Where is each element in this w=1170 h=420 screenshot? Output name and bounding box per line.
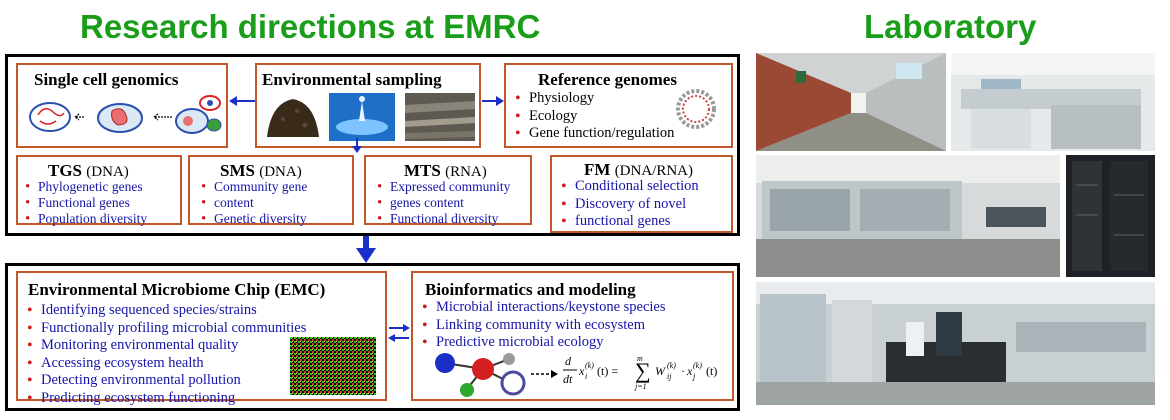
svg-text:j: j [692, 372, 696, 381]
sms-list: Community gene content Genetic diversity [200, 179, 307, 227]
reference-genomes-title: Reference genomes [538, 70, 677, 89]
environmental-sampling-box: Environmental sampling [255, 63, 481, 148]
fm-item: functional genes [560, 213, 699, 231]
svg-text:(k): (k) [585, 361, 594, 370]
mts-item: Functional diversity [376, 211, 510, 227]
svg-text:x: x [578, 364, 585, 378]
fm-box: FM (DNA/RNA) Conditional selection Disco… [550, 155, 733, 233]
fm-item: Conditional selection [560, 178, 699, 196]
mts-box: MTS (RNA) Expressed community genes cont… [364, 155, 532, 227]
sms-item: Community gene [200, 179, 307, 195]
lab-corridor-photo [756, 53, 946, 151]
mts-list: Expressed community genes content Functi… [376, 179, 510, 227]
svg-text:(t): (t) [706, 364, 717, 378]
mts-title: MTS (RNA) [404, 161, 487, 180]
svg-text:i: i [585, 372, 587, 381]
svg-text:·: · [681, 364, 685, 378]
mts-item: Expressed community [376, 179, 510, 195]
emc-box: Environmental Microbiome Chip (EMC) Iden… [16, 271, 387, 407]
microarray-chip-image [290, 337, 376, 395]
reference-item: Physiology [514, 90, 674, 108]
dashed-arrow-icon [531, 370, 558, 378]
sms-item: content [200, 195, 307, 211]
emc-title: Environmental Microbiome Chip (EMC) [28, 280, 326, 299]
fm-list: Conditional selection Discovery of novel… [560, 178, 699, 231]
bioinformatics-list: Microbial interactions/keystone species … [421, 299, 666, 352]
svg-text:m: m [637, 354, 643, 363]
svg-text:x: x [686, 364, 693, 378]
water-sample-image [329, 93, 395, 141]
fm-title: FM (DNA/RNA) [584, 160, 694, 179]
arrow-to-single-cell-icon [229, 96, 255, 106]
arrow-to-reference-icon [482, 96, 504, 106]
tgs-item: Functional genes [24, 195, 147, 211]
single-cell-genomics-title: Single cell genomics [34, 70, 179, 89]
emc-item: Predicting ecosystem functioning [26, 390, 306, 408]
bio-item: Microbial interactions/keystone species [421, 299, 666, 317]
lab-anaerobic-workstation-photo [756, 155, 1060, 277]
tgs-item: Population diversity [24, 211, 147, 227]
sms-title: SMS (DNA) [220, 161, 302, 180]
bio-item: Linking community with ecosystem [421, 317, 666, 335]
emc-item: Functionally profiling microbial communi… [26, 320, 306, 338]
lab-equipment-room-photo [756, 282, 1155, 405]
lab-server-rack-photo [1066, 155, 1155, 277]
sediment-sample-image [405, 93, 475, 141]
mts-item: genes content [376, 195, 510, 211]
lab-benches-photo [951, 53, 1155, 151]
single-cell-illustration [29, 95, 222, 134]
fm-item: Discovery of novel [560, 196, 699, 214]
sms-box: SMS (DNA) Community gene content Genetic… [188, 155, 354, 227]
emc-item: Accessing ecosystem health [26, 355, 306, 373]
svg-text:j=1: j=1 [634, 382, 647, 391]
laboratory-heading: Laboratory [864, 8, 1037, 45]
single-cell-genomics-box: Single cell genomics [16, 63, 228, 148]
svg-text:W: W [655, 364, 666, 378]
svg-text:(t) =: (t) = [597, 364, 618, 378]
emc-item: Monitoring environmental quality [26, 337, 306, 355]
bioinformatics-box: Bioinformatics and modeling Microbial in… [411, 271, 734, 401]
emc-item: Detecting environmental pollution [26, 372, 306, 390]
bioinformatics-title: Bioinformatics and modeling [425, 280, 636, 299]
top-section-frame [5, 54, 740, 236]
sms-item: Genetic diversity [200, 211, 307, 227]
tgs-list: Phylogenetic genes Functional genes Popu… [24, 179, 147, 227]
reference-genomes-box: Reference genomes Physiology Ecology Gen… [504, 63, 733, 148]
tgs-box: TGS (DNA) Phylogenetic genes Functional … [16, 155, 182, 227]
tgs-title: TGS (DNA) [48, 161, 129, 180]
environmental-sampling-title: Environmental sampling [262, 70, 442, 89]
svg-text:(k): (k) [667, 361, 676, 370]
emc-list: Identifying sequenced species/strains Fu… [26, 302, 306, 407]
svg-text:∑: ∑ [635, 358, 651, 383]
big-down-arrow-icon [356, 236, 376, 263]
emc-item: Identifying sequenced species/strains [26, 302, 306, 320]
arrow-down-small-icon [352, 138, 362, 153]
network-graph-image [435, 353, 526, 397]
research-directions-heading: Research directions at EMRC [80, 8, 541, 45]
differential-equation-image: d dt x i (k) (t) = ∑ m j=1 W ij (k) · x … [563, 354, 717, 391]
reference-item: Ecology [514, 108, 674, 126]
svg-text:dt: dt [563, 372, 573, 386]
soil-sample-image [267, 99, 319, 137]
tgs-item: Phylogenetic genes [24, 179, 147, 195]
svg-text:(k): (k) [693, 361, 702, 370]
reference-genomes-list: Physiology Ecology Gene function/regulat… [514, 90, 674, 143]
circular-genome-icon [676, 89, 716, 129]
bottom-section-frame [5, 263, 740, 411]
bidirectional-arrows-icon [388, 324, 410, 342]
svg-text:d: d [565, 354, 572, 368]
svg-text:ij: ij [667, 372, 672, 381]
reference-item: Gene function/regulation [514, 125, 674, 143]
bio-item: Predictive microbial ecology [421, 334, 666, 352]
